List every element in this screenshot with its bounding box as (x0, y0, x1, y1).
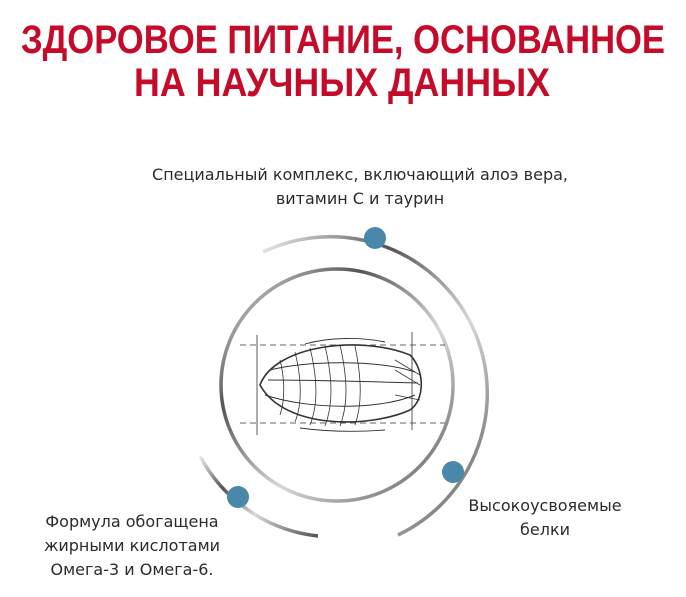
page-title-line2: НА НАУЧНЫХ ДАННЫХ (134, 61, 550, 105)
inner-ring (219, 267, 455, 503)
feature-top-line2: витамин С и таурин (276, 189, 444, 208)
lower-left-arc (198, 455, 319, 538)
feature-dot-top (364, 227, 386, 249)
feature-dot-left (227, 486, 249, 508)
feature-left-line1: Формула обогащена (45, 512, 218, 531)
outer-arc (262, 234, 490, 537)
feature-left-line2: жирными кислотами (44, 536, 220, 555)
kibble-sketch-icon (240, 332, 445, 435)
feature-left-line3: Омега-3 и Омега-6. (51, 560, 214, 579)
feature-right-line1: Высокоусвояемые (468, 496, 621, 515)
page-title-line1: ЗДОРОВОЕ ПИТАНИЕ, ОСНОВАННОЕ (21, 18, 665, 62)
feature-dot-right (442, 461, 464, 483)
feature-right-line2: белки (520, 520, 570, 539)
feature-top-line1: Специальный комплекс, включающий алоэ ве… (152, 165, 568, 184)
